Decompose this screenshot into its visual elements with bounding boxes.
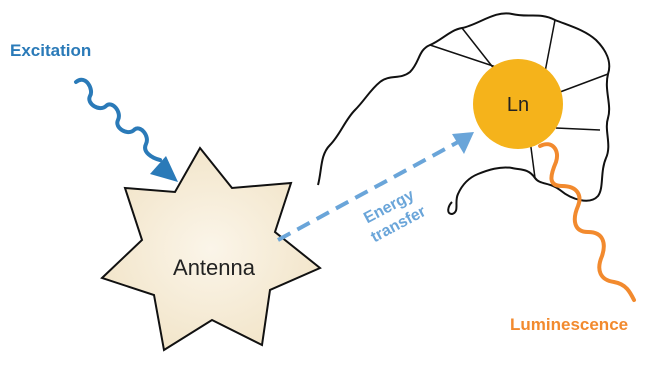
ln-label: Ln (507, 94, 529, 116)
ligand-bond (461, 27, 496, 71)
energy-transfer-arrowhead-icon (452, 132, 474, 154)
energy-transfer-arrow-icon (277, 140, 459, 242)
antenna-star (100, 146, 322, 352)
ligand-bond (559, 73, 609, 93)
excitation-label: Excitation (10, 41, 91, 60)
excitation-arrowhead-icon (150, 156, 178, 182)
ligand-outline (317, 12, 611, 215)
ln-ion (473, 59, 563, 149)
ligand-bond (555, 127, 601, 131)
luminescence-wave-icon (538, 142, 636, 302)
luminescence-label: Luminescence (510, 315, 628, 334)
antenna-label: Antenna (173, 255, 256, 280)
ligand-bond (544, 19, 556, 73)
excitation-wave-icon (74, 77, 162, 162)
